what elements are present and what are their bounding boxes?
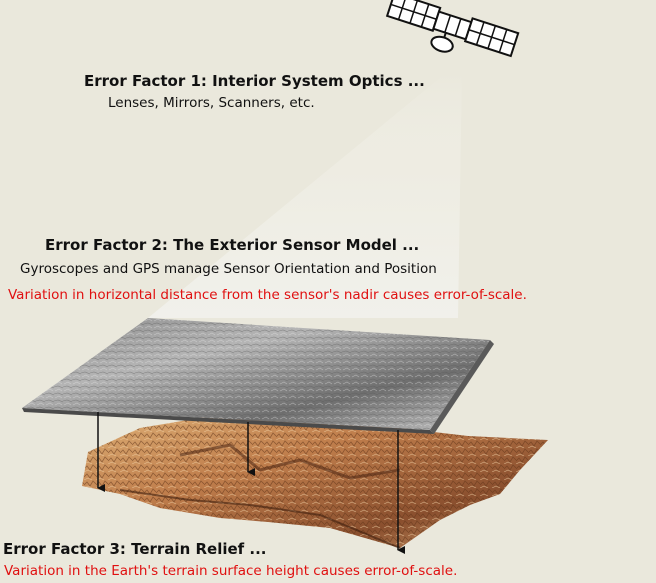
error-factor-1-detail: Lenses, Mirrors, Scanners, etc. — [108, 95, 315, 111]
error-factor-2-heading: Error Factor 2: The Exterior Sensor Mode… — [45, 236, 420, 254]
error-factor-2-detail: Gyroscopes and GPS manage Sensor Orienta… — [20, 261, 437, 277]
image-plane-grayscale — [22, 318, 494, 434]
error-factor-3-heading: Error Factor 3: Terrain Relief ... — [3, 540, 267, 558]
error-factor-3-note: Variation in the Earth's terrain surface… — [4, 563, 458, 579]
sensor-view-beam — [148, 72, 462, 318]
satellite-icon — [385, 0, 520, 58]
error-factor-2-note: Variation in horizontal distance from th… — [8, 287, 527, 303]
terrain-relief-surface — [82, 404, 548, 549]
error-factor-1-heading: Error Factor 1: Interior System Optics .… — [84, 72, 425, 90]
